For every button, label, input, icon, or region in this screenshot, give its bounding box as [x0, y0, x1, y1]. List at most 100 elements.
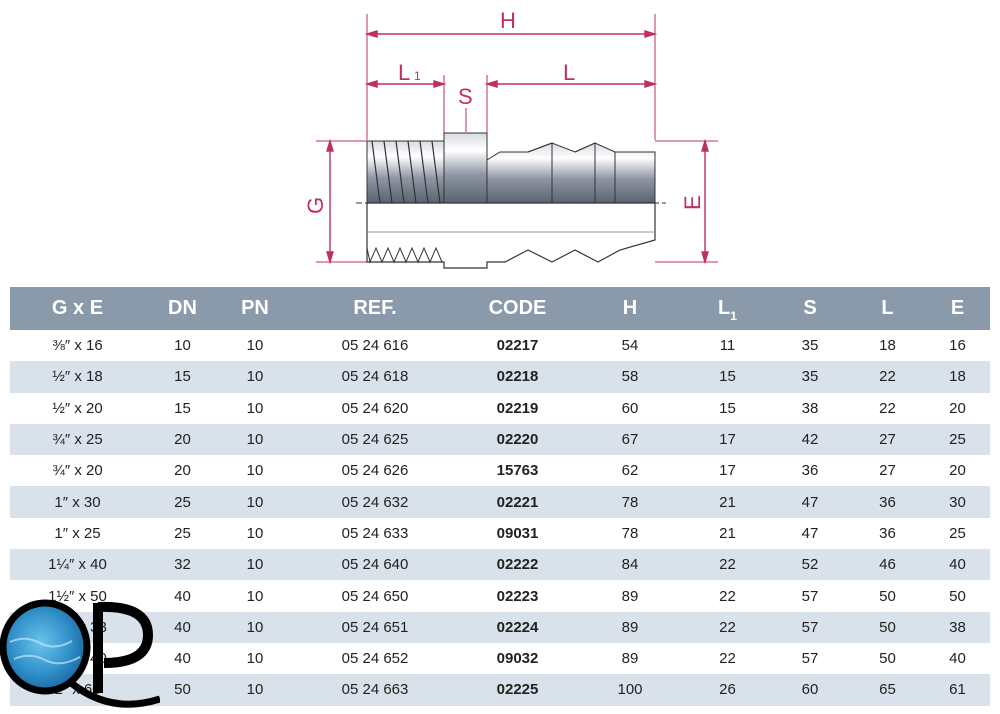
- dim-label-l1: L: [398, 60, 410, 85]
- header-l1-main: L: [718, 297, 731, 319]
- header-h: H: [575, 287, 685, 330]
- fitting-body: [356, 132, 666, 269]
- header-code: CODE: [460, 287, 575, 330]
- dim-label-s: S: [458, 84, 473, 109]
- table-cell: 57: [801, 650, 819, 668]
- table-cell: 38: [801, 399, 819, 417]
- table-cell: 11: [719, 337, 736, 355]
- header-e: E: [925, 287, 990, 330]
- table-cell: 10: [220, 486, 290, 518]
- table-cell: 36: [879, 524, 896, 542]
- header-l: L: [850, 287, 925, 330]
- table-cell: 58: [575, 361, 685, 393]
- header-l1: L1: [685, 287, 770, 330]
- table-cell: 02222: [460, 549, 575, 581]
- extension-lines: [316, 14, 718, 263]
- table-cell: 10: [220, 674, 290, 706]
- dim-label-h: H: [500, 8, 516, 33]
- table-cell: 22: [685, 549, 770, 581]
- table-cell: 02218: [460, 361, 575, 393]
- table-cell: 05 24 651: [290, 611, 460, 643]
- table-cell: ½″ x 20: [52, 399, 103, 417]
- table-cell: 15: [145, 361, 220, 393]
- table-cell: 15: [685, 361, 770, 393]
- table-cell: 05 24 663: [290, 674, 460, 706]
- table-cell: 22: [685, 611, 770, 643]
- table-cell: 21: [685, 486, 770, 518]
- table-cell: 05 24 626: [341, 462, 409, 480]
- table-cell: 05 24 620: [341, 399, 409, 417]
- table-cell: 18: [879, 337, 896, 355]
- table-cell: 02220: [460, 423, 575, 456]
- table-cell: 10: [246, 587, 264, 605]
- table-header-row: G x E DN PN REF. CODE H L1 S L E: [10, 287, 990, 330]
- table-cell: 02219: [496, 399, 539, 417]
- table-cell: 10: [220, 549, 290, 581]
- table-cell: 89: [575, 611, 685, 643]
- dim-label-g: G: [303, 197, 328, 214]
- table-cell: 35: [801, 337, 819, 355]
- table-cell: 05 24 616: [341, 337, 409, 355]
- table-cell: 20: [174, 462, 191, 480]
- table-cell: 15763: [496, 462, 539, 480]
- table-cell: 50: [879, 650, 896, 668]
- header-s: S: [770, 287, 850, 330]
- table-cell: 32: [145, 549, 220, 581]
- table-cell: 09032: [496, 650, 539, 668]
- table-cell: 65: [850, 674, 925, 706]
- table-cell: 30: [925, 486, 990, 518]
- table-cell: 10: [246, 650, 264, 668]
- table-cell: 20: [145, 423, 220, 456]
- table-cell: 36: [850, 486, 925, 518]
- thread-lines: [371, 140, 441, 203]
- table-cell: 25: [949, 524, 966, 542]
- table-cell: 02223: [496, 587, 539, 605]
- table-cell: 89: [621, 650, 639, 668]
- dim-label-e: E: [680, 195, 705, 210]
- table-cell: 40: [925, 549, 990, 581]
- table-cell: 26: [685, 674, 770, 706]
- table-cell: 20: [949, 399, 966, 417]
- table-cell: 17: [719, 462, 736, 480]
- qp-logo: [0, 599, 160, 708]
- table-cell: 22: [850, 361, 925, 393]
- table-cell: 40: [145, 611, 220, 643]
- table-cell: 40: [174, 587, 191, 605]
- header-l1-sub: 1: [730, 309, 737, 323]
- table-cell: 50: [850, 611, 925, 643]
- table-cell: 57: [770, 611, 850, 643]
- table-cell: 38: [925, 611, 990, 643]
- table-cell: 1½″ x 50: [48, 587, 107, 605]
- table-cell: 84: [575, 549, 685, 581]
- hose-tail-diagram: H L 1 S L G E: [303, 8, 718, 269]
- table-cell: 40: [949, 650, 966, 668]
- table-cell: 05 24 633: [341, 524, 409, 542]
- table-cell: 22: [719, 650, 736, 668]
- table-cell: 1″ x 25: [54, 524, 101, 542]
- header-pn: PN: [220, 287, 290, 330]
- table-cell: 10: [220, 361, 290, 393]
- table-cell: 22: [719, 587, 736, 605]
- table-cell: 05 24 618: [290, 361, 460, 393]
- table-cell: 02217: [496, 337, 539, 355]
- table-cell: 25: [174, 524, 191, 542]
- header-gxe: G x E: [10, 287, 145, 330]
- table-cell: 89: [621, 587, 639, 605]
- table-cell: 50: [879, 587, 896, 605]
- table-cell: 10: [246, 524, 264, 542]
- table-cell: 47: [801, 524, 819, 542]
- table-cell: 27: [879, 462, 896, 480]
- table-cell: 10: [246, 399, 264, 417]
- table-cell: 78: [575, 486, 685, 518]
- table-cell: 17: [685, 423, 770, 456]
- table-cell: 78: [621, 524, 639, 542]
- table-cell: ¾″ x 20: [52, 462, 103, 480]
